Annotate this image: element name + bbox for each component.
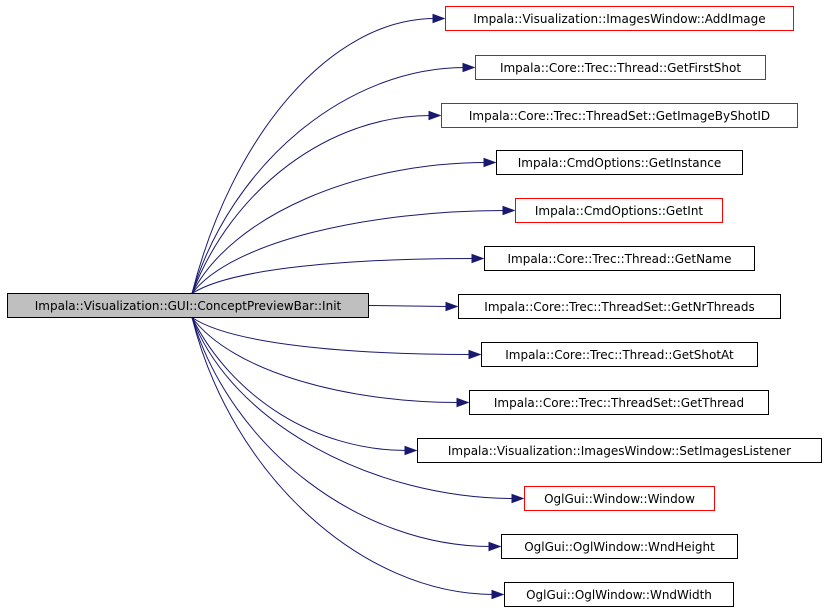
- callee-node-get-int[interactable]: Impala::CmdOptions::GetInt: [515, 198, 723, 223]
- call-edge: [191, 317, 472, 355]
- callee-node-get-image-by-shot-id[interactable]: Impala::Core::Trec::ThreadSet::GetImageB…: [441, 103, 798, 128]
- call-edge-arrowhead: [462, 62, 476, 73]
- call-edge: [191, 67, 466, 294]
- call-edge: [191, 317, 515, 499]
- callee-node-get-name[interactable]: Impala::Core::Trec::Thread::GetName: [484, 246, 755, 271]
- callee-node-get-instance[interactable]: Impala::CmdOptions::GetInstance: [496, 150, 743, 175]
- call-edge-arrowhead: [511, 493, 525, 504]
- call-edge-arrowhead: [404, 445, 418, 456]
- callee-node-get-nr-threads[interactable]: Impala::Core::Trec::ThreadSet::GetNrThre…: [458, 294, 781, 319]
- call-edge: [191, 317, 492, 547]
- call-edge: [191, 162, 487, 294]
- call-edge-arrowhead: [491, 589, 505, 600]
- call-edge-arrowhead: [468, 349, 482, 360]
- call-edge: [191, 258, 475, 294]
- call-edge: [191, 115, 432, 294]
- call-edge-arrowhead: [471, 253, 485, 264]
- root-function-node[interactable]: Impala::Visualization::GUI::ConceptPrevi…: [7, 293, 369, 318]
- call-edge-arrowhead: [445, 301, 459, 312]
- callee-node-add-image[interactable]: Impala::Visualization::ImagesWindow::Add…: [445, 6, 794, 31]
- call-edge: [191, 210, 506, 294]
- call-edge-arrowhead: [488, 541, 502, 552]
- callee-node-wnd-width[interactable]: OglGui::OglWindow::WndWidth: [504, 582, 734, 607]
- callee-node-get-thread[interactable]: Impala::Core::Trec::ThreadSet::GetThread: [469, 390, 769, 415]
- call-edge: [191, 317, 408, 451]
- callee-node-set-images-listener[interactable]: Impala::Visualization::ImagesWindow::Set…: [417, 438, 822, 463]
- call-edge-arrowhead: [432, 13, 446, 24]
- call-edge-arrowhead: [428, 110, 442, 121]
- call-edge-arrowhead: [483, 157, 497, 168]
- call-edge: [368, 305, 449, 307]
- callee-node-get-shot-at[interactable]: Impala::Core::Trec::Thread::GetShotAt: [481, 342, 758, 367]
- callee-node-window[interactable]: OglGui::Window::Window: [524, 486, 715, 511]
- call-edge: [191, 317, 460, 403]
- call-edge-arrowhead: [456, 397, 470, 408]
- call-edge: [191, 317, 495, 595]
- call-edge: [191, 18, 436, 294]
- callee-node-wnd-height[interactable]: OglGui::OglWindow::WndHeight: [501, 534, 738, 559]
- call-edge-arrowhead: [502, 205, 516, 216]
- callee-node-get-first-shot[interactable]: Impala::Core::Trec::Thread::GetFirstShot: [475, 55, 766, 80]
